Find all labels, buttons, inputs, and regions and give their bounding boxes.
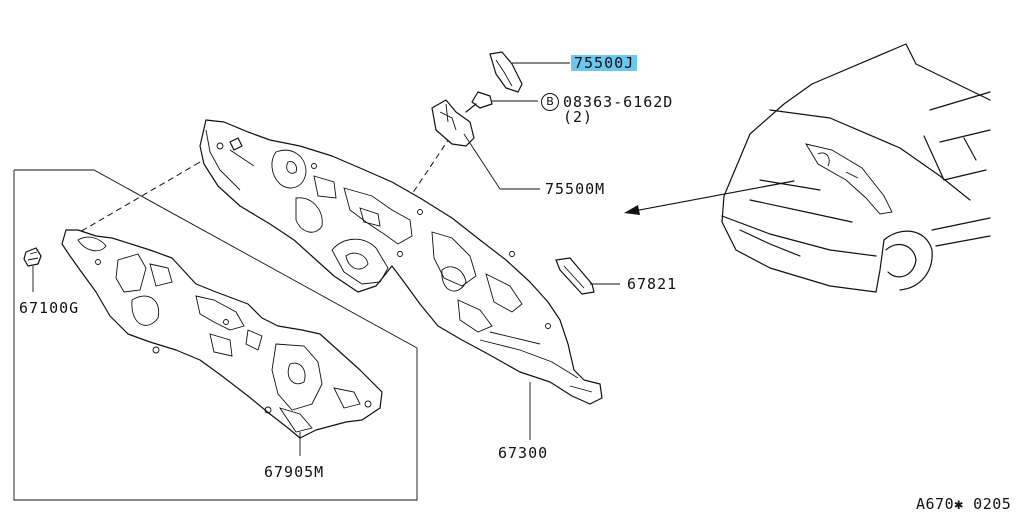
clip-part [23,247,42,292]
bracket-part [431,99,540,190]
label-clip: 67100G [19,299,80,317]
diagram-code: A670✱ 0205 [916,495,1012,513]
vehicle-sketch [721,43,991,293]
label-dash-panel: 67300 [498,444,549,462]
bolt-part [465,91,538,113]
label-insulator: 67905M [264,463,325,481]
bolt-symbol-badge: B [541,93,559,111]
label-grommet: 67821 [627,275,678,293]
insulator-group-frame [13,169,418,501]
label-bracket: 75500M [545,180,606,198]
cover-bracket-part [489,51,570,93]
dash-panel-part [199,119,603,440]
label-bolt-number: 08363-6162D [563,93,674,111]
grommet-part [555,257,620,295]
location-arrow [624,180,795,215]
label-cover-bracket: 75500J [571,55,638,71]
dash-insulator-part [61,229,383,456]
label-bolt-qty: (2) [563,108,594,126]
